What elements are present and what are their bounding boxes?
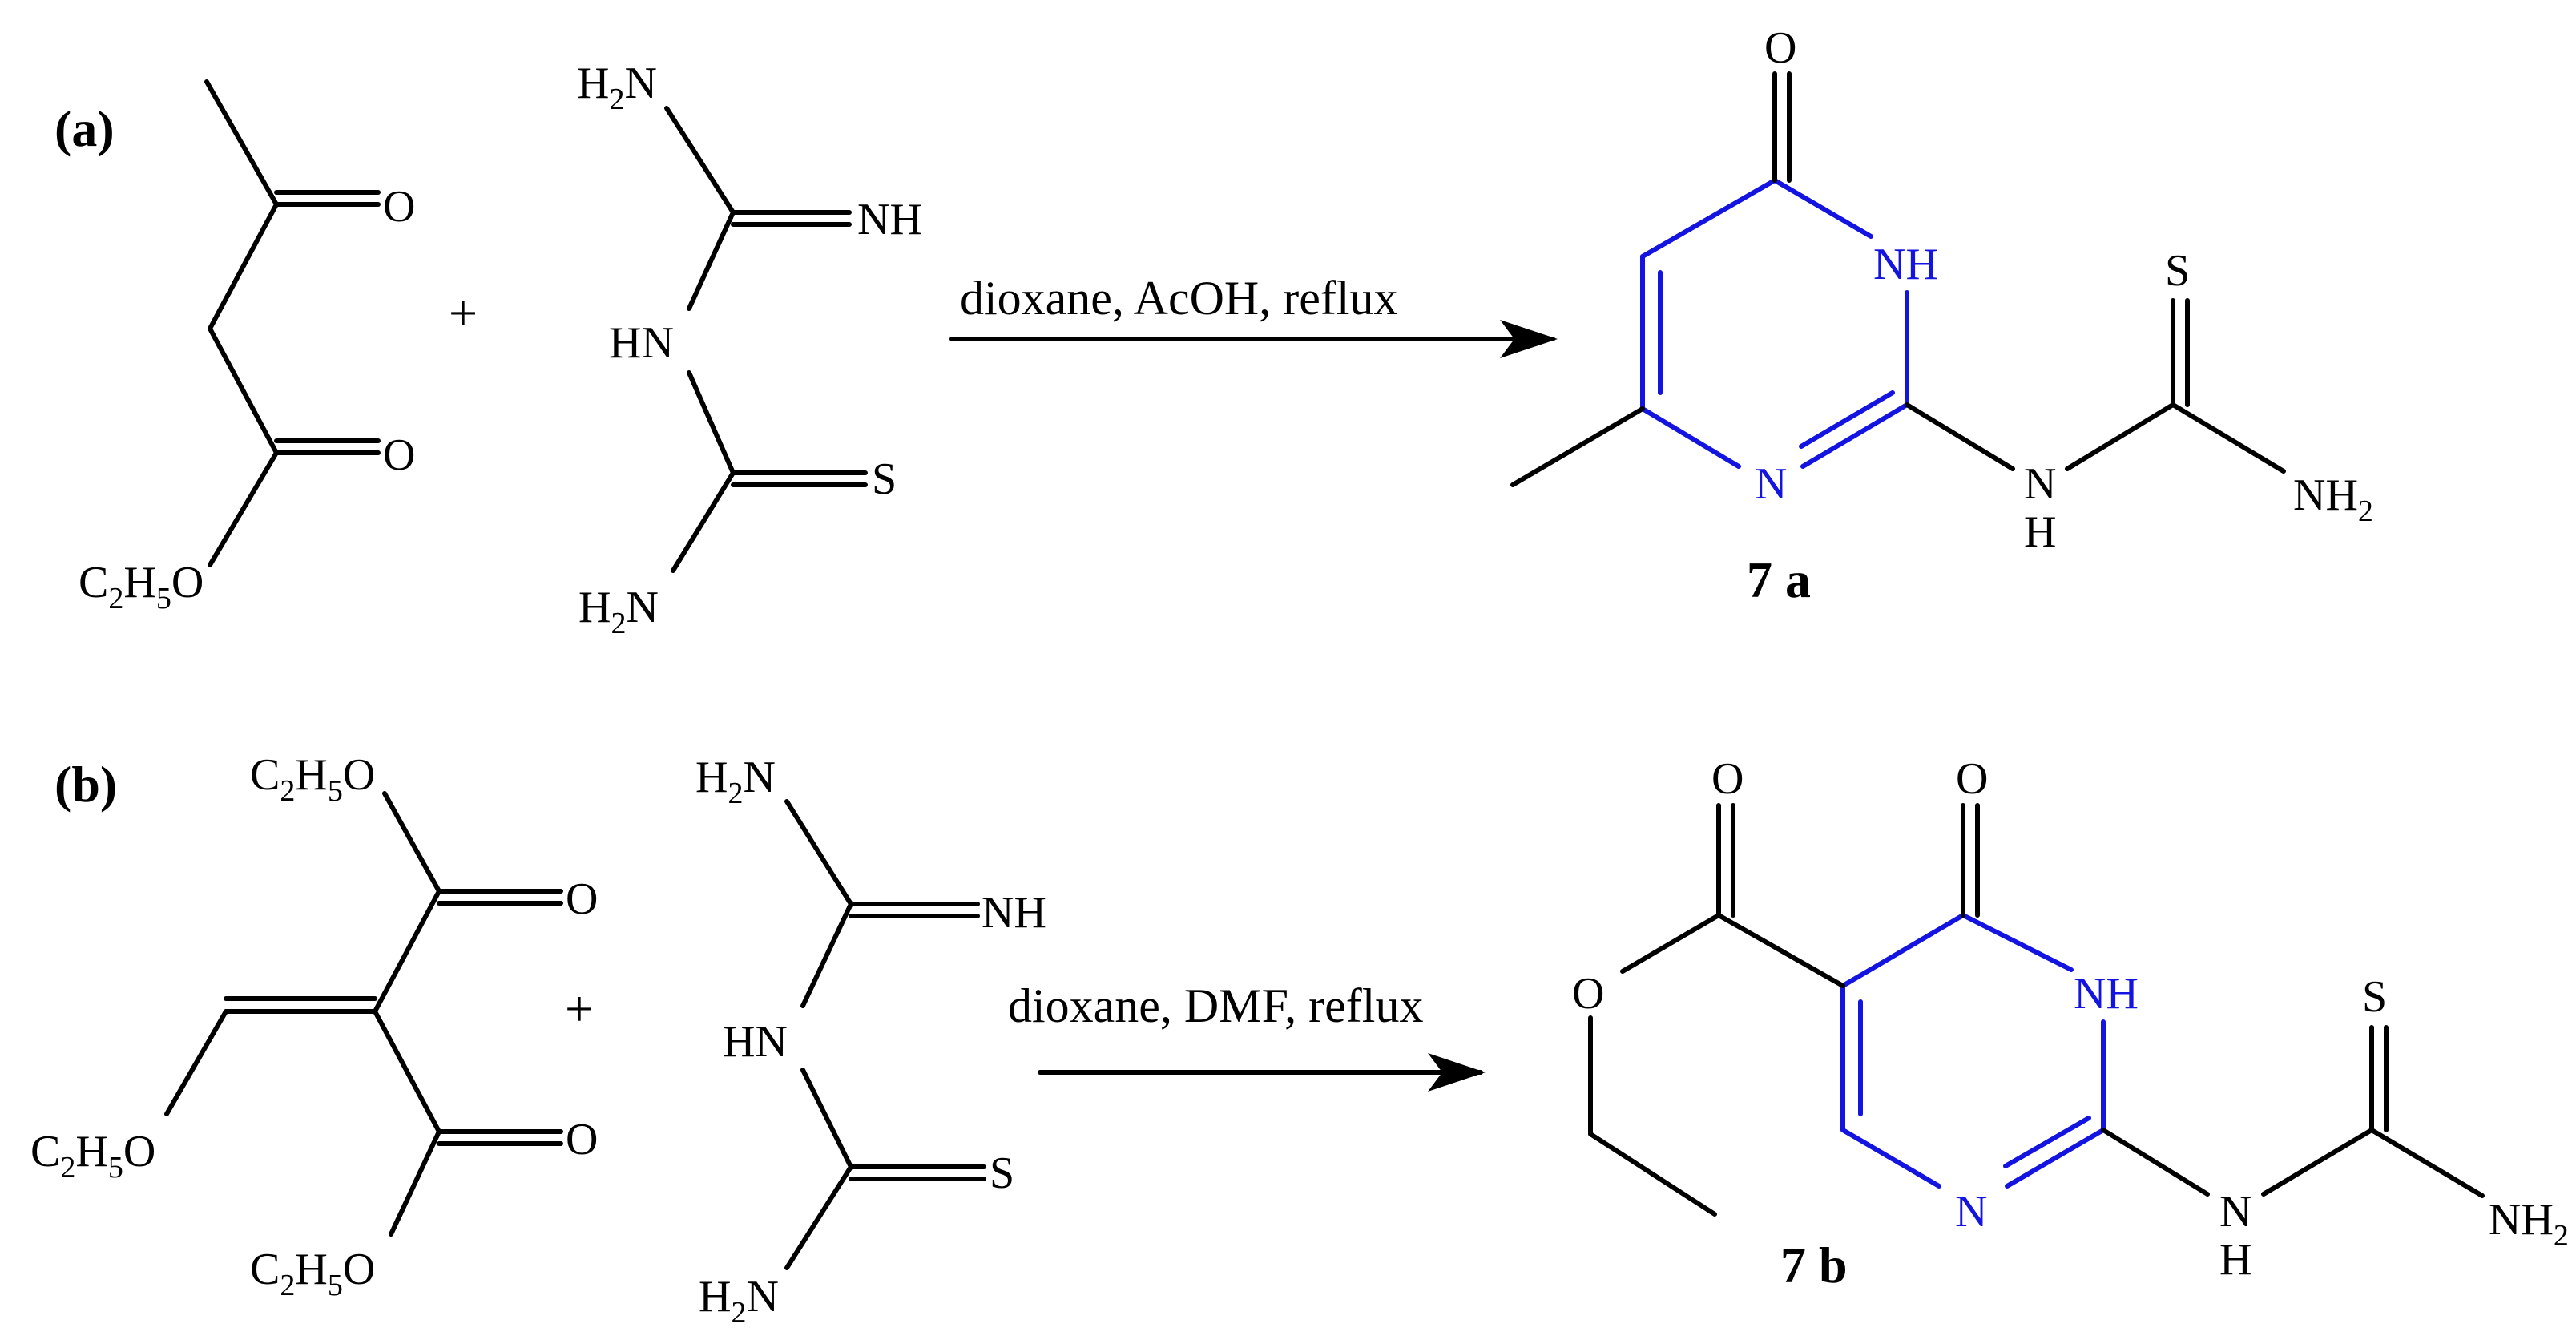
product-7a-link-nitrogen: N — [2024, 459, 2056, 509]
panel-b-plus-sign: + — [565, 980, 594, 1037]
product-7a-ring-nitrogen: N — [1755, 459, 1787, 509]
product-7b-link-nitrogen: N — [2219, 1187, 2251, 1237]
product-7b-sulfur: S — [2362, 972, 2387, 1022]
panel-b-reactant-1-ester-bottom: C2H5O — [250, 1245, 375, 1302]
panel-a-reactant-1-oxygen-2: O — [383, 430, 415, 480]
product-7a-ring-nh: NH — [1873, 240, 1938, 289]
panel-a-reactant-1-ethoxy: C2H5O — [79, 558, 204, 615]
product-7b-ring-bonds — [1840, 913, 2106, 1189]
product-7b-amino: NH2 — [2489, 1195, 2569, 1253]
panel-b-reactant-2-amino-top: H2N — [695, 753, 776, 810]
panel-b-reactant-2-amino-bottom: H2N — [699, 1272, 779, 1330]
product-7b-substituent-bonds — [1588, 803, 2485, 1217]
panel-b-reactant-2-sulfur: S — [990, 1148, 1014, 1198]
product-7a-carbonyl-oxygen: O — [1764, 23, 1796, 73]
product-7a-ring-bonds — [1640, 178, 1909, 469]
product-7b-ring-nh: NH — [2074, 969, 2139, 1019]
panel-a-reactant-2-amino-bottom: H2N — [578, 583, 659, 640]
product-7b-ester-oxygen: O — [1572, 969, 1604, 1019]
product-7b-link-hydrogen: H — [2219, 1235, 2251, 1285]
panel-a-plus-sign: + — [449, 285, 478, 341]
product-7a-label: 7 a — [1747, 551, 1811, 608]
product-7a-sulfur: S — [2165, 246, 2190, 296]
panel-a-reactant-1-bonds — [204, 79, 381, 567]
panel-b-reactant-1-ester-top: C2H5O — [250, 750, 375, 808]
panel-b-reactant-1-oxygen-2: O — [566, 1115, 598, 1164]
panel-b-reactant-2-imine: NH — [982, 888, 1046, 938]
panel-b-reactant-1-bonds — [164, 791, 563, 1237]
panel-b-conditions: dioxane, DMF, reflux — [1008, 979, 1423, 1032]
panel-a-reactant-2-imine: NH — [857, 195, 922, 244]
panel-b-reactant-2-bonds — [784, 799, 986, 1270]
panel-a-label: (a) — [54, 100, 115, 157]
panel-a-reactant-2-amino-top: H2N — [577, 59, 657, 116]
product-7a-link-hydrogen: H — [2024, 507, 2056, 557]
product-7b-ester-carbonyl-oxygen: O — [1711, 754, 1744, 804]
panel-a-reactant-2-sulfur: S — [872, 454, 897, 504]
panel-a-reactant-1-oxygen-1: O — [383, 182, 415, 232]
product-7b-ring-carbonyl-oxygen: O — [1956, 754, 1988, 804]
product-7a-substituent-bonds — [1510, 71, 2286, 487]
panel-b-label: (b) — [54, 756, 117, 813]
product-7b-label: 7 b — [1780, 1237, 1848, 1294]
panel-a-reactant-2-amine: HN — [609, 318, 674, 368]
product-7b-ring-nitrogen: N — [1955, 1187, 1987, 1237]
panel-a-reactant-2-bonds — [664, 106, 868, 573]
panel-a-conditions: dioxane, AcOH, reflux — [960, 272, 1398, 325]
panel-b-reactant-1-oxygen-1: O — [566, 874, 598, 924]
panel-b-reactant-1-ethoxy: C2H5O — [30, 1127, 155, 1185]
panel-b-reactant-2-amine: HN — [723, 1017, 788, 1067]
product-7a-amino: NH2 — [2293, 470, 2373, 528]
